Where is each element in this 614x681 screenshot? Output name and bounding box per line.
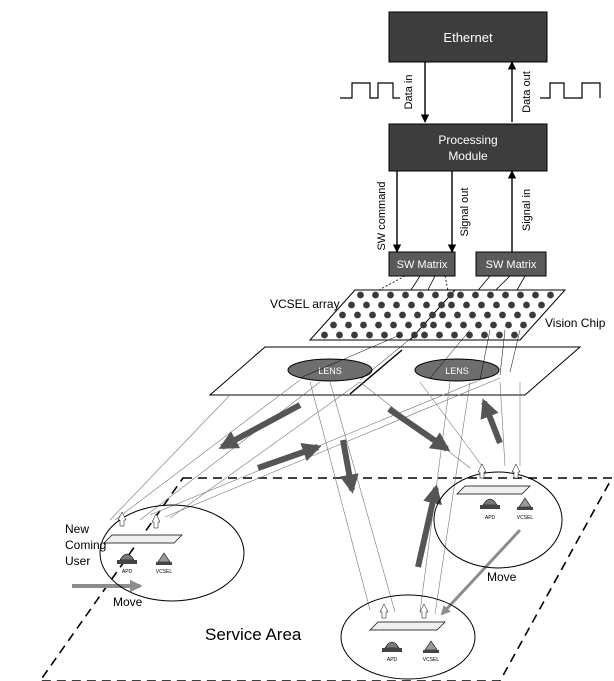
service-area-boundary [39, 477, 614, 681]
coverage-cell-right [433, 471, 563, 569]
ethernet-label: Ethernet [443, 30, 493, 45]
array-to-lens-beams [299, 329, 521, 381]
sw-matrix-left-box: SW Matrix [388, 251, 456, 277]
new-user-label-line3: User [65, 554, 90, 568]
lens-left-label: LENS [318, 366, 342, 376]
signal-in-label: Signal in [521, 189, 533, 231]
signal-out-label: Signal out [459, 188, 471, 237]
vcsel-label: VCSEL [517, 515, 534, 521]
sw-matrix-right-label: SW Matrix [486, 259, 537, 271]
vcsel-array-label: VCSEL array [270, 297, 340, 311]
processing-module-box: Processing Module [388, 123, 548, 172]
service-area-label: Service Area [205, 625, 302, 644]
flow-arrows [218, 398, 503, 568]
data-out-label: Data out [521, 71, 533, 113]
user-terminal-new: APD VCSEL [99, 504, 245, 602]
apd-icon [119, 553, 135, 561]
lens-right: LENS [414, 358, 500, 382]
lens-right-label: LENS [445, 366, 469, 376]
processing-label-line1: Processing [438, 133, 497, 147]
vcsel-icon [157, 552, 171, 563]
sw-command-label: SW command [376, 181, 388, 250]
apd-label: APD [122, 569, 133, 575]
move-label-left: Move [113, 595, 143, 609]
move-label-right: Move [487, 570, 517, 584]
square-wave-in [340, 82, 400, 99]
apd-icon [482, 498, 498, 506]
new-user-label-line1: New [65, 522, 89, 536]
sw-matrix-left-label: SW Matrix [397, 259, 448, 271]
ethernet-box: Ethernet [388, 11, 548, 63]
vcsel-icon [424, 640, 438, 651]
user-terminal-right: APD VCSEL [433, 463, 563, 569]
apd-icon [384, 641, 400, 649]
vision-chip-pixel-dots [421, 291, 554, 339]
user-terminal-bottom: APD VCSEL [340, 594, 476, 680]
vcsel-emitter-dots [321, 291, 454, 339]
vcsel-icon [518, 497, 532, 508]
coverage-cell-bottom [340, 594, 476, 680]
lens-plane-divider [349, 349, 403, 395]
new-user-label-line2: Coming [65, 538, 106, 552]
vision-chip-label: Vision Chip [545, 316, 606, 330]
apd-label: APD [485, 515, 496, 521]
optical-beams [109, 377, 521, 615]
vcsel-label: VCSEL [423, 657, 440, 663]
lens-plane [208, 346, 582, 396]
data-in-label: Data in [403, 75, 415, 110]
sw-matrix-right-box: SW Matrix [475, 251, 547, 277]
processing-label-line2: Module [448, 149, 488, 163]
apd-label: APD [387, 657, 398, 663]
square-wave-out [540, 82, 601, 99]
move-arrow-right [440, 528, 522, 616]
vcsel-label: VCSEL [156, 569, 173, 575]
coverage-cell-new [99, 504, 245, 602]
